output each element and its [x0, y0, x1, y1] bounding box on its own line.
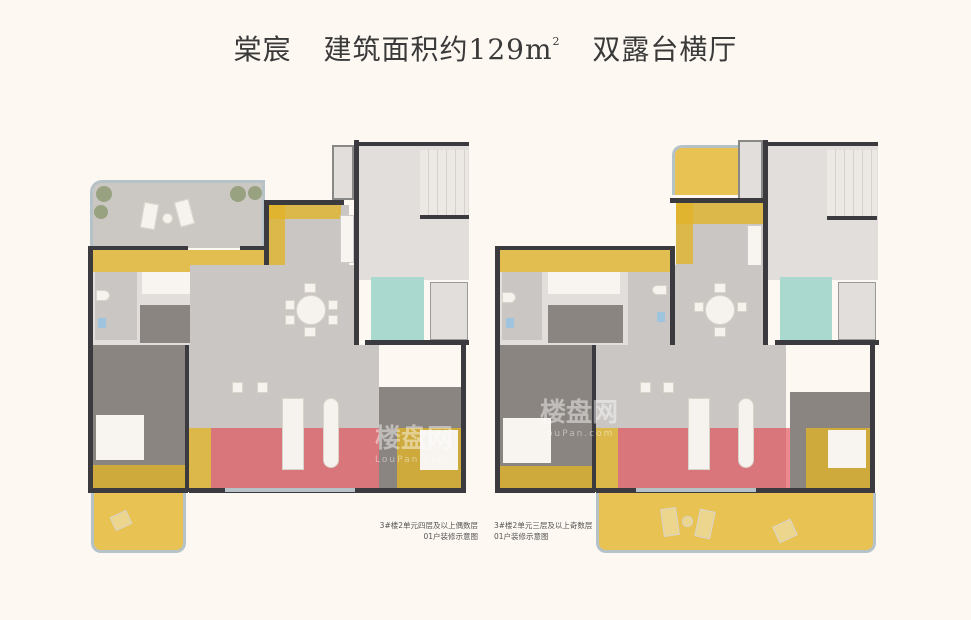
wall: [264, 200, 344, 205]
chair-icon: [328, 300, 338, 310]
armchair-icon: [232, 382, 243, 393]
bed-icon: [503, 418, 551, 463]
wall: [827, 216, 877, 220]
wall: [359, 142, 469, 146]
chair-icon: [694, 302, 704, 312]
dining-table-icon: [296, 295, 326, 325]
highlight-bottom-terrace: [596, 493, 876, 553]
wall: [240, 246, 268, 250]
wall: [495, 246, 500, 492]
wall: [365, 340, 469, 345]
bathroom-floor: [628, 272, 670, 345]
armchair-icon: [257, 382, 268, 393]
window: [225, 488, 355, 492]
bathroom-floor: [95, 272, 137, 340]
highlight-living-strip: [189, 428, 211, 488]
wall: [495, 246, 675, 250]
highlight-bedroom-2-band: [500, 466, 592, 488]
armchair-icon: [663, 382, 674, 393]
bed-icon: [828, 430, 866, 468]
wall: [88, 246, 188, 250]
title-area: 建筑面积约129m: [323, 33, 553, 66]
wall: [775, 340, 879, 345]
coffee-table-icon: [738, 398, 754, 468]
page-title: 棠宸 建筑面积约129m2 双露台横厅: [0, 28, 971, 68]
highlight-bottom-terrace: [91, 493, 186, 553]
watermark: 楼盘网 LouPan.com: [540, 398, 619, 439]
toilet-icon: [502, 292, 516, 303]
highlight-entry-foyer: [371, 277, 424, 341]
chair-icon: [304, 283, 316, 293]
wall: [88, 246, 93, 492]
dining-area: [190, 265, 355, 355]
sofa-icon: [688, 398, 710, 470]
elevator-icon: [430, 282, 468, 340]
title-name: 棠宸: [233, 33, 292, 66]
stairs-icon: [420, 150, 468, 215]
wall: [670, 246, 675, 346]
watermark: 楼盘网 LouPan.com: [375, 424, 454, 465]
toilet-icon: [652, 285, 667, 295]
wall: [592, 345, 596, 492]
highlight-wardrobe-band: [500, 250, 670, 272]
title-feature: 双露台横厅: [592, 33, 738, 66]
chair-icon: [328, 315, 338, 325]
stove-icon: [340, 215, 354, 263]
shaft: [738, 140, 763, 200]
wall: [185, 345, 189, 492]
sink-icon: [506, 318, 514, 328]
toilet-icon: [96, 290, 110, 301]
sofa-icon: [282, 398, 304, 470]
plant-icon: [248, 186, 262, 200]
side-table-icon: [162, 213, 173, 224]
highlight-top-terrace: [672, 145, 738, 195]
wall: [763, 140, 768, 355]
chair-icon: [304, 327, 316, 337]
shaft: [332, 145, 354, 200]
highlight-bedroom-2-band: [93, 465, 185, 488]
elevator-icon: [838, 282, 876, 340]
highlight-kitchen-counter: [269, 205, 341, 219]
chair-icon: [285, 300, 295, 310]
sink-icon: [657, 312, 665, 322]
wall: [670, 198, 768, 203]
plant-icon: [230, 186, 246, 202]
bed-icon: [96, 415, 144, 460]
wall: [88, 488, 188, 493]
plant-icon: [96, 186, 112, 202]
wall: [461, 345, 466, 492]
wall: [870, 345, 875, 492]
highlight-kitchen-counter: [676, 202, 766, 224]
wall: [495, 488, 595, 493]
stove-icon: [747, 225, 762, 270]
chair-icon: [737, 302, 747, 312]
highlight-kitchen-counter: [269, 205, 285, 265]
bedroom-2: [500, 345, 592, 488]
chair-icon: [714, 327, 726, 337]
closet-floor: [548, 305, 623, 343]
wall: [768, 142, 878, 146]
chair-icon: [285, 315, 295, 325]
plan-left-caption: 3#楼2单元四层及以上偶数层 01户装修示意图: [379, 521, 478, 541]
chair-icon: [714, 283, 726, 293]
window: [636, 488, 756, 492]
bed-icon: [420, 430, 458, 470]
dining-table-icon: [705, 295, 735, 325]
armchair-icon: [640, 382, 651, 393]
sink-icon: [98, 318, 106, 328]
title-area-sup: 2: [552, 35, 561, 48]
highlight-living-strip: [596, 428, 618, 488]
plan-right-caption: 3#楼2单元三层及以上奇数层 01户装修示意图: [494, 521, 593, 541]
wall: [354, 140, 359, 355]
highlight-living-room: [618, 428, 806, 488]
coffee-table-icon: [323, 398, 339, 468]
highlight-kitchen-counter: [676, 202, 693, 264]
bathroom-floor: [502, 272, 542, 340]
highlight-entry-foyer: [780, 277, 832, 340]
bed-icon: [548, 272, 620, 294]
plant-icon: [94, 205, 108, 219]
side-table-icon: [682, 516, 693, 527]
wall: [420, 215, 469, 219]
stairs-icon: [827, 150, 877, 220]
